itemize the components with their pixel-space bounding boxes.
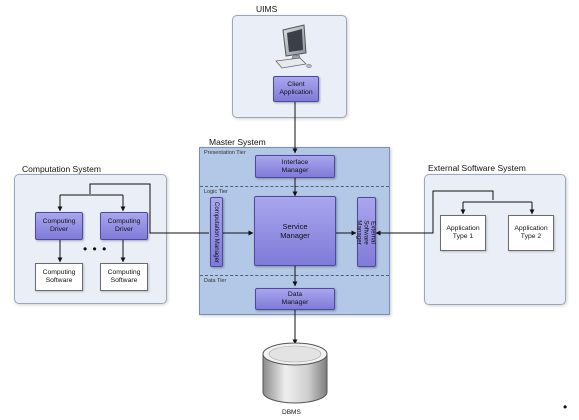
interface-manager-label: Interface Manager [281, 158, 309, 174]
external-software-system-title: External Software System [428, 163, 526, 173]
interface-manager-box: Interface Manager [255, 155, 335, 178]
master-system-title: Master System [209, 137, 266, 147]
data-manager-label: Data Manager [281, 291, 309, 306]
uims-title: UIMS [256, 4, 278, 14]
service-manager-label: Service Manager [280, 222, 310, 240]
data-manager-box: Data Manager [255, 288, 335, 310]
computing-software-box: Computing Software [100, 263, 148, 291]
logic-tier-label: Logic Tier [204, 189, 228, 195]
application-type-box: Application Type 2 [508, 215, 554, 251]
external-software-manager-box: External Software Manager [356, 197, 378, 267]
computer-icon [275, 24, 312, 69]
client-application-label: Client Application [279, 81, 313, 96]
application-type-label: Application Type 2 [514, 225, 548, 240]
stray-mark: • [563, 400, 568, 414]
computation-system-title: Computation System [22, 164, 101, 174]
external-software-manager-label: External Software Manager [356, 219, 378, 245]
computation-manager-box: Computation Manager [210, 197, 223, 267]
computing-driver-box: Computing Driver [35, 212, 83, 240]
service-manager-box: Service Manager [254, 196, 336, 266]
computing-software-label: Computing Software [42, 269, 76, 284]
more-drivers-ellipsis: • • • [83, 242, 108, 256]
computing-driver-label: Computing Driver [107, 218, 141, 233]
computing-driver-label: Computing Driver [42, 218, 76, 233]
computing-software-label: Computing Software [107, 269, 141, 284]
computing-software-box: Computing Software [35, 263, 83, 291]
dbms-label: DBMS [282, 409, 301, 416]
computation-manager-label: Computation Manager [213, 201, 221, 263]
database-cylinder-icon [262, 342, 328, 404]
application-type-label: Application Type 1 [446, 225, 480, 240]
data-tier-label: Data Tier [204, 278, 227, 284]
application-type-box: Application Type 1 [440, 215, 486, 251]
client-application-box: Client Application [273, 76, 319, 102]
presentation-tier-label: Presentation Tier [204, 150, 246, 156]
computing-driver-box: Computing Driver [100, 212, 148, 240]
